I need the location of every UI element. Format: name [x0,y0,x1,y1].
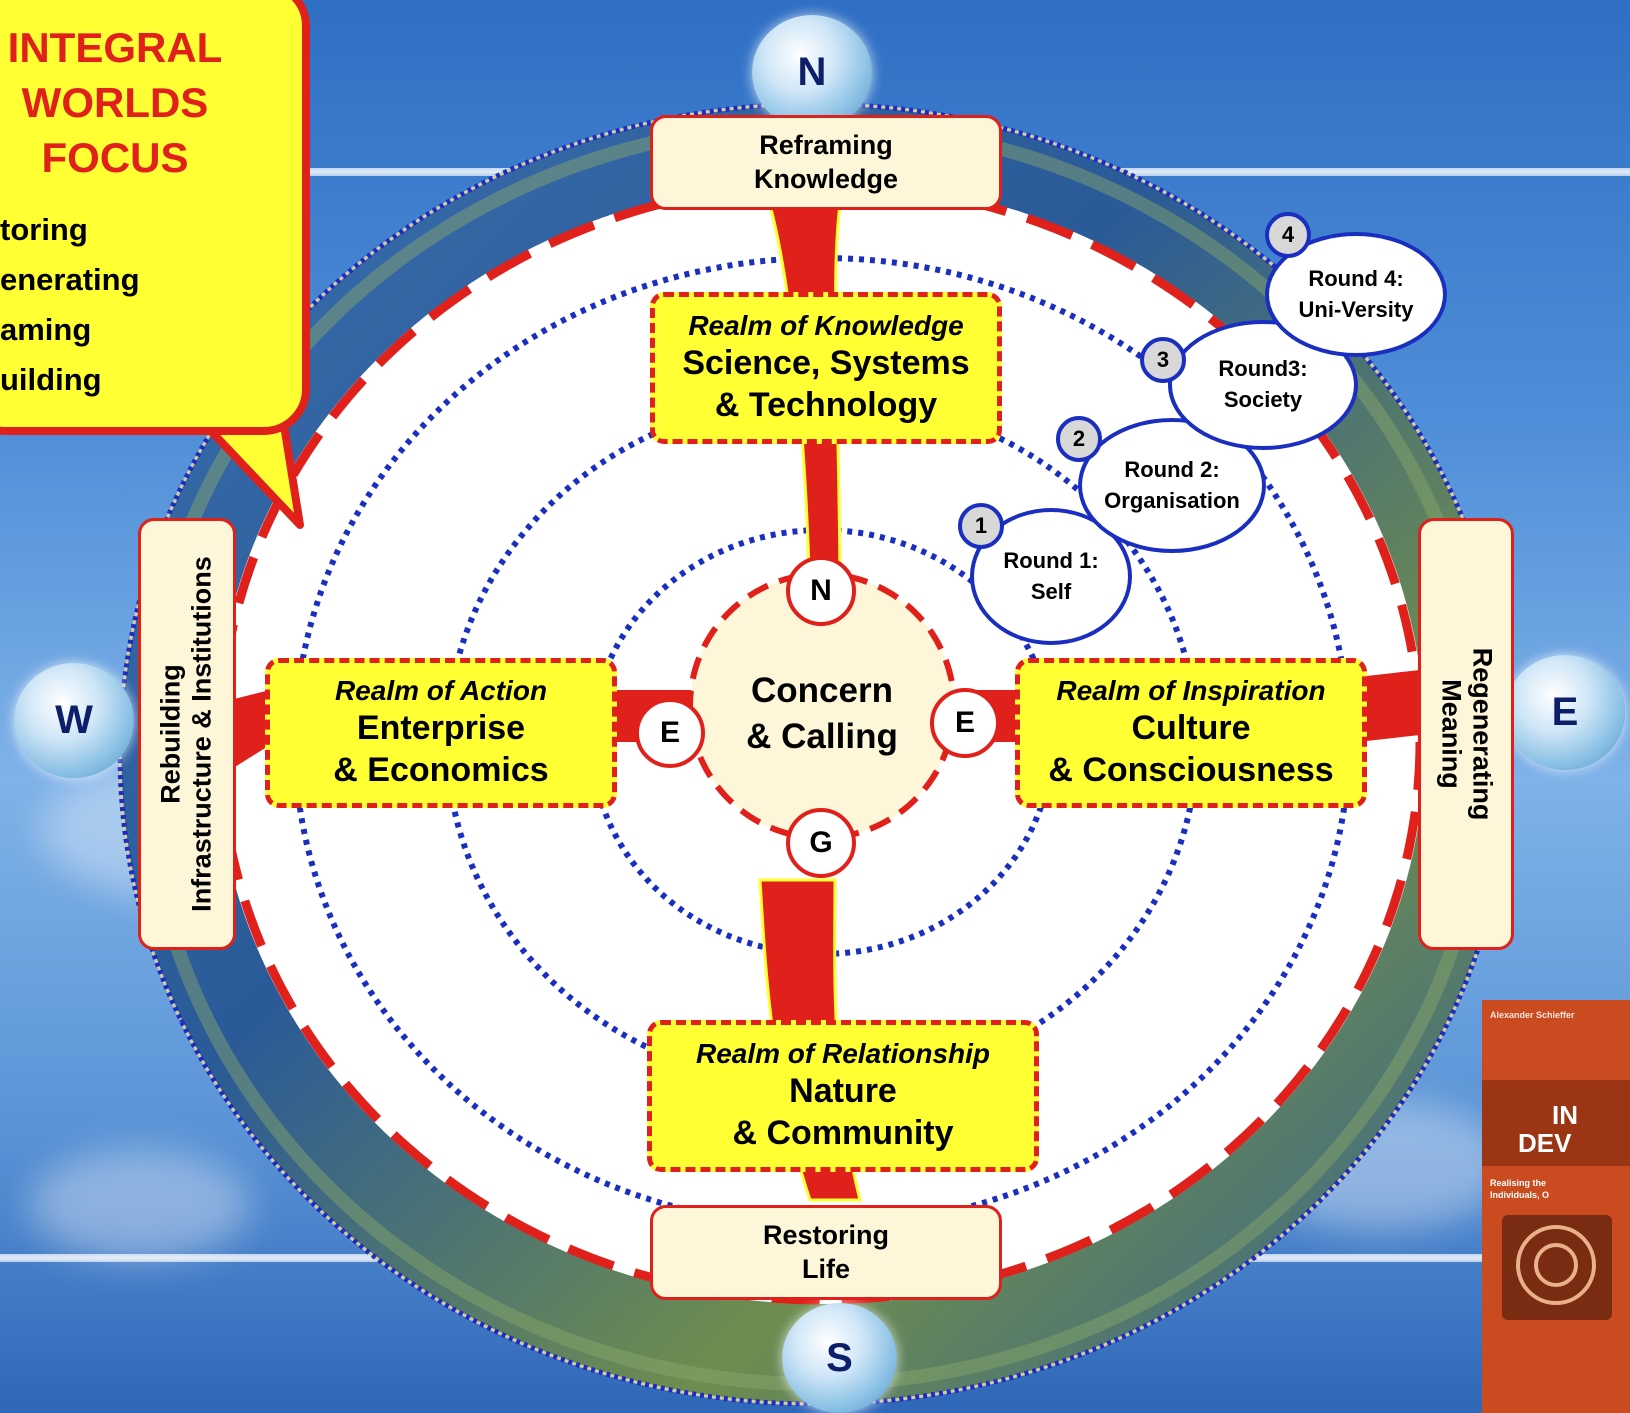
rebuilding-line-1: Rebuilding [155,664,186,804]
book-title-band [1482,1080,1630,1166]
restoring-life-box: Restoring Life [650,1205,1002,1300]
callout-title-line-3: FOCUS [41,134,189,181]
realm-knowledge-box: Realm of Knowledge Science, Systems & Te… [650,292,1002,444]
compass-south-label: S [826,1335,853,1380]
reframing-line-2: Knowledge [753,163,898,194]
compass-west-globe: W [14,663,134,778]
center-letter-west: E [635,698,705,768]
callout-item-regenerating: enerating [0,262,140,297]
regenerating-line-1: Regenerating [1467,647,1498,821]
rebuilding-line-2: Infrastructure & Institutions [187,556,217,912]
callout-item-rebuilding: uilding [0,362,102,397]
realm-action-title: Realm of Action [334,674,548,706]
realm-knowledge-title: Realm of Knowledge [688,309,964,341]
center-letter-east: E [930,688,1000,758]
round-3-line-2: Society [1223,387,1303,412]
restoring-line-1: Restoring [762,1219,889,1250]
callout-item-reframing: aming [0,312,92,347]
compass-north-globe: N [752,15,872,130]
round-2-line-2: Organisation [1104,487,1240,513]
book-author: Alexander Schieffer [1490,1010,1575,1020]
round-2-line-1: Round 2: [1124,456,1220,482]
callout-title-line-1: INTEGRAL [7,24,223,71]
round-4-line-2: Uni-Versity [1298,296,1414,322]
compass-north-label: N [797,50,827,94]
red-path-west [230,690,270,770]
realm-inspiration-box: Realm of Inspiration Culture & Conscious… [1015,658,1367,808]
book-cover: Alexander Schieffer IN DEV Realising the… [1482,1000,1630,1413]
center-line-1: Concern [751,671,893,710]
round-3-badge: 3 [1140,337,1186,383]
book-title-line-2: DEV [1518,1128,1572,1158]
book-subtitle-line-2: Individuals, O [1490,1190,1550,1200]
book-emblem [1502,1215,1612,1320]
realm-inspiration-line-1: Culture [1131,708,1251,747]
round-3-line-1: Round3: [1218,356,1308,382]
background-cloud [30,1150,250,1260]
realm-action-line-1: Enterprise [356,708,526,747]
restoring-line-2: Life [801,1253,850,1284]
compass-west-label: W [55,698,93,742]
book-subtitle-line-1: Realising the [1490,1178,1547,1188]
realm-knowledge-line-2: & Technology [714,386,938,424]
book-title-line-1: IN [1552,1100,1578,1130]
round-2-badge: 2 [1056,416,1102,462]
realm-relationship-box: Realm of Relationship Nature & Community [647,1020,1039,1172]
rebuilding-text: Rebuilding Infrastructure & Institutions [156,556,218,912]
round-1-badge: 1 [958,503,1004,549]
reframing-line-1: Reframing [759,129,893,160]
realm-knowledge-line-1: Science, Systems [682,343,970,382]
realm-relationship-line-2: & Community [732,1114,954,1152]
callout-title-line-2: WORLDS [21,79,209,126]
integral-worlds-callout [0,0,310,435]
compass-east-globe: E [1505,655,1625,770]
center-letter-south: G [786,808,856,878]
regenerating-line-2: Meaning [1436,679,1467,789]
realm-action-line-2: & Economics [333,751,549,789]
center-letter-north: N [786,556,856,626]
rebuilding-infrastructure-box: Rebuilding Infrastructure & Institutions [138,518,236,950]
compass-east-label: E [1551,690,1579,734]
realm-action-box: Realm of Action Enterprise & Economics [265,658,617,808]
reframing-knowledge-box: Reframing Knowledge [650,115,1002,210]
round-1-line-2: Self [1030,578,1072,604]
realm-inspiration-title: Realm of Inspiration [1056,674,1326,706]
round-1-line-1: Round 1: [1003,547,1099,573]
round-4-line-1: Round 4: [1308,265,1404,291]
realm-relationship-line-1: Nature [789,1071,897,1110]
compass-south-globe: S [782,1303,897,1413]
round-4-badge: 4 [1265,212,1311,258]
realm-relationship-title: Realm of Relationship [695,1037,991,1069]
callout-item-restoring: toring [0,212,88,247]
regenerating-text: Regenerating Meaning [1435,648,1497,821]
regenerating-meaning-box: Regenerating Meaning [1418,518,1514,950]
center-line-2: & Calling [746,716,898,756]
center-text: Concern & Calling [710,668,934,759]
round-4-ellipse: Round 4: Uni-Versity [1265,232,1447,357]
realm-inspiration-line-2: & Consciousness [1048,751,1334,789]
